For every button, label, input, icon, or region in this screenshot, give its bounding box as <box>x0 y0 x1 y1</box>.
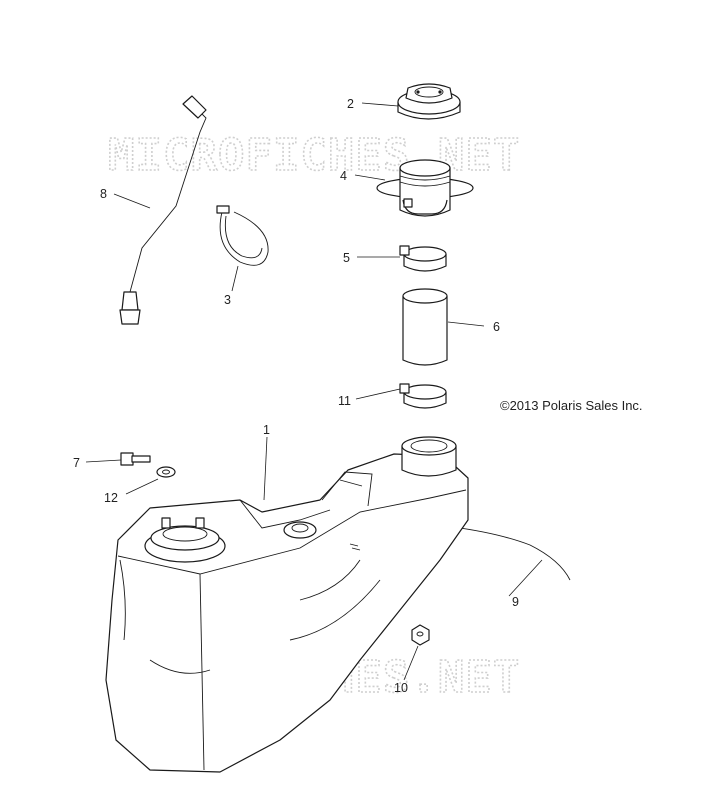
bolt <box>120 452 151 466</box>
washer <box>156 466 176 478</box>
callout-2: 2 <box>347 97 354 111</box>
callout-4: 4 <box>340 169 347 183</box>
callout-6: 6 <box>493 320 500 334</box>
callout-7: 7 <box>73 456 80 470</box>
callout-5: 5 <box>343 251 350 265</box>
fuel-tank <box>105 436 469 773</box>
lower-clamp <box>399 383 447 409</box>
callout-11: 11 <box>338 394 351 408</box>
nut <box>411 624 430 646</box>
strap <box>216 205 269 266</box>
callout-1: 1 <box>263 423 270 437</box>
fuel-cap <box>397 83 461 120</box>
upper-clamp <box>399 245 447 272</box>
vent-line <box>119 95 207 325</box>
callout-8: 8 <box>100 187 107 201</box>
filler-hose <box>402 288 448 366</box>
callout-10: 10 <box>394 681 408 695</box>
callout-3: 3 <box>224 293 231 307</box>
copyright-notice: ©2013 Polaris Sales Inc. <box>500 398 643 413</box>
watermark-top: MICROFICHES.NET <box>108 130 520 181</box>
callout-12: 12 <box>104 491 118 505</box>
filler-neck <box>376 159 474 217</box>
callout-9: 9 <box>512 595 519 609</box>
